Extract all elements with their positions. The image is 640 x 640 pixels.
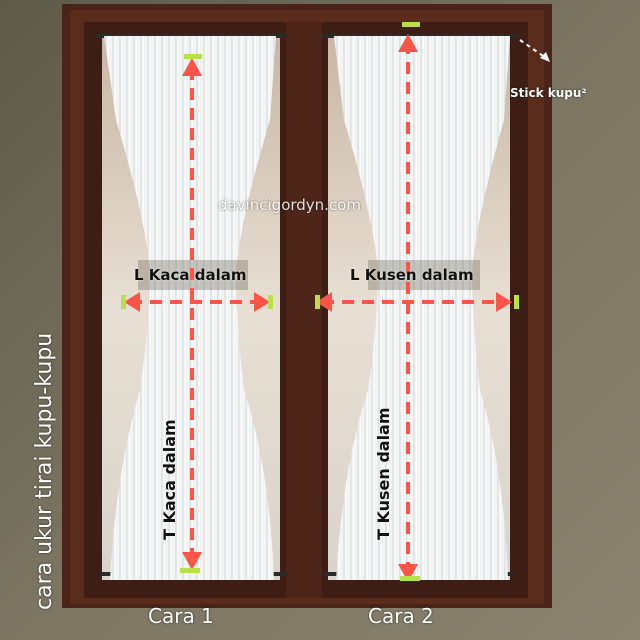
cara1-label: Cara 1 <box>148 604 214 628</box>
side-title: cara ukur tirai kupu-kupu <box>32 332 57 610</box>
cara2-label: Cara 2 <box>368 604 434 628</box>
right-width-label: L Kusen dalam <box>350 266 474 284</box>
watermark: davincigordyn.com <box>218 196 361 214</box>
stick-label: Stick kupu² <box>510 86 587 100</box>
left-width-label: L Kaca dalam <box>134 266 247 284</box>
left-height-label: T Kaca dalam <box>160 419 179 540</box>
right-height-label: T Kusen dalam <box>374 407 393 540</box>
